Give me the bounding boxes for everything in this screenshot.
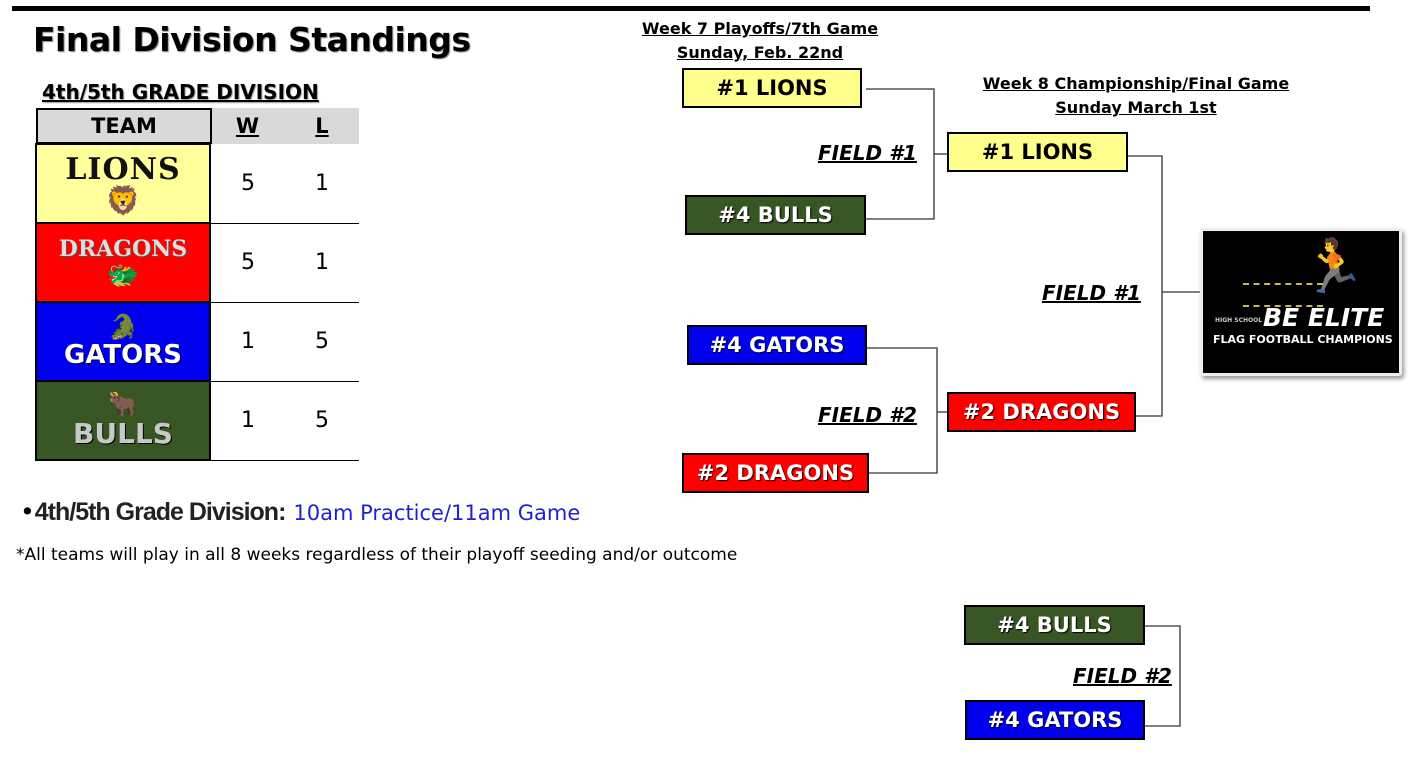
dragons-losses: 1 (285, 223, 359, 303)
badge-subtitle: FLAG FOOTBALL CHAMPIONS (1213, 333, 1393, 346)
gators-logo-text: GATORS (63, 339, 183, 370)
bulls-logo-text: BULLS (73, 417, 173, 450)
gators-losses: 5 (285, 302, 359, 382)
semi2-bottom-team: #2 DRAGONS (682, 453, 869, 493)
gators-wins: 1 (210, 302, 285, 382)
table-row: LIONS 🦁 5 1 (35, 143, 359, 224)
week8-header: Week 8 Championship/Final Game Sunday Ma… (976, 72, 1296, 120)
bulls-wins: 1 (210, 381, 285, 461)
footnote: *All teams will play in all 8 weeks rega… (16, 545, 738, 565)
lions-losses: 1 (285, 144, 359, 224)
table-row: 🐂 BULLS 1 5 (35, 380, 359, 461)
losses-column-header: L (315, 114, 329, 138)
team-column-header: TEAM (36, 108, 212, 144)
lions-wins: 5 (210, 144, 285, 224)
consolation-top-team: #4 BULLS (964, 605, 1145, 645)
final-field: FIELD #1 (1042, 281, 1141, 305)
semi1-top-team: #1 LIONS (682, 68, 862, 108)
bull-head-icon: 🐂 (108, 389, 138, 418)
badge-school-text: HIGH SCHOOL (1215, 317, 1263, 324)
lions-logo: LIONS 🦁 (35, 143, 211, 224)
week7-title: Week 7 Playoffs/7th Game (641, 19, 879, 38)
week7-date: Sunday, Feb. 22nd (676, 43, 844, 62)
champion-badge: 🏃 HIGH SCHOOL BE ELITE FLAG FOOTBALL CHA… (1200, 228, 1402, 376)
schedule-note: •4th/5th Grade Division: 10am Practice/1… (20, 497, 580, 527)
lions-logo-text: LIONS (65, 152, 181, 187)
dragons-logo-text: DRAGONS (58, 235, 188, 262)
semi1-field: FIELD #1 (818, 141, 917, 165)
dragons-wins: 5 (210, 223, 285, 303)
semi2-field: FIELD #2 (818, 403, 917, 427)
standings-table: TEAM W L LIONS 🦁 5 1 DRAGONS 🐲 5 (35, 108, 359, 461)
standings-header-row: TEAM W L (36, 108, 359, 144)
bulls-logo: 🐂 BULLS (35, 380, 211, 461)
bulls-losses: 5 (285, 381, 359, 461)
page-title: Final Division Standings (33, 20, 471, 59)
final-top-team: #1 LIONS (947, 132, 1128, 172)
gator-head-icon: 🐊 (108, 311, 138, 341)
bullet-icon: • (20, 497, 35, 526)
speed-lines (1243, 283, 1323, 307)
semi1-bottom-team: #4 BULLS (685, 195, 866, 235)
week8-date: Sunday March 1st (1055, 98, 1217, 117)
lion-head-icon: 🦁 (105, 184, 141, 217)
week7-header: Week 7 Playoffs/7th Game Sunday, Feb. 22… (640, 17, 880, 65)
consolation-field: FIELD #2 (1073, 664, 1172, 688)
table-row: 🐊 GATORS 1 5 (35, 301, 359, 382)
schedule-note-value: 10am Practice/11am Game (293, 501, 581, 525)
top-rule (12, 6, 1370, 11)
semi2-top-team: #4 GATORS (687, 325, 867, 365)
consolation-bottom-team: #4 GATORS (965, 700, 1145, 740)
dragon-head-icon: 🐲 (106, 260, 140, 291)
wins-column-header: W (235, 114, 260, 138)
week8-title: Week 8 Championship/Final Game (982, 74, 1290, 93)
dragons-logo: DRAGONS 🐲 (35, 222, 211, 303)
table-row: DRAGONS 🐲 5 1 (35, 222, 359, 303)
gators-logo: 🐊 GATORS (35, 301, 211, 382)
division-label: 4th/5th GRADE DIVISION (42, 80, 319, 104)
badge-title: BE ELITE (1263, 303, 1385, 332)
schedule-note-label: 4th/5th Grade Division: (34, 498, 287, 526)
final-bottom-team: #2 DRAGONS (947, 392, 1136, 432)
